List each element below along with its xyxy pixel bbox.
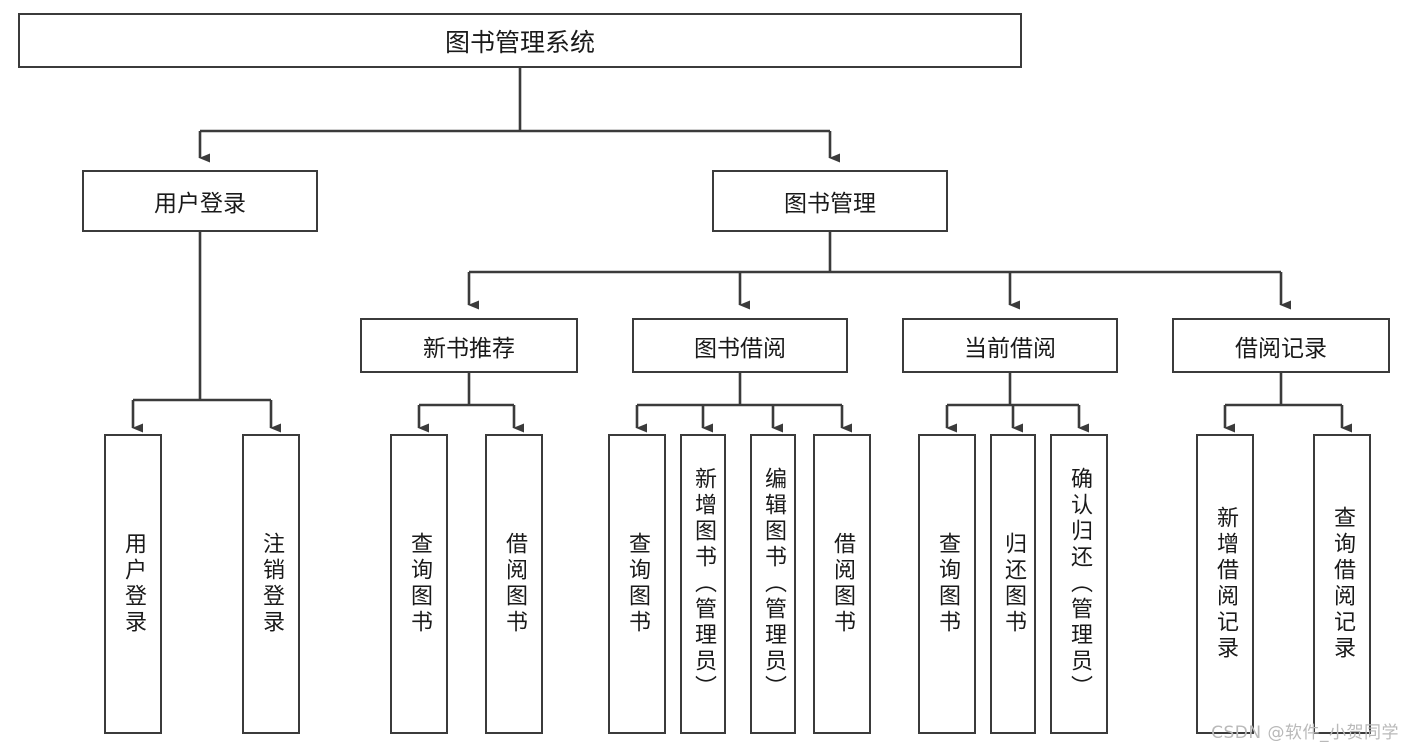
node-new-book-recommend[interactable]: 新书推荐 [360,318,578,373]
watermark-text: CSDN @软件_小贺同学 [1211,723,1399,743]
leaf-borrow-edit-book-admin-label: 编辑图书（管理员） [761,467,786,701]
leaf-record-add-record-label: 新增借阅记录 [1213,506,1238,662]
leaf-current-return-book-label: 归还图书 [1001,532,1026,636]
node-user-login[interactable]: 用户登录 [82,170,318,232]
leaf-current-confirm-return-admin[interactable]: 确认归还（管理员） [1050,434,1108,734]
leaf-user-login-signout[interactable]: 注销登录 [242,434,300,734]
leaf-borrow-add-book-admin-label: 新增图书（管理员） [691,467,716,701]
leaf-recommend-borrow-book-label: 借阅图书 [502,532,527,636]
leaf-recommend-borrow-book[interactable]: 借阅图书 [485,434,543,734]
leaf-borrow-borrow-book-label: 借阅图书 [830,532,855,636]
leaf-user-login-signin[interactable]: 用户登录 [104,434,162,734]
leaf-record-query-record-label: 查询借阅记录 [1330,506,1355,662]
leaf-current-query-book-label: 查询图书 [935,532,960,636]
node-borrow-record-label: 借阅记录 [1235,335,1327,362]
node-book-borrow[interactable]: 图书借阅 [632,318,848,373]
leaf-user-login-signout-label: 注销登录 [259,532,284,636]
leaf-current-return-book[interactable]: 归还图书 [990,434,1036,734]
node-book-management-label: 图书管理 [784,191,876,217]
leaf-record-query-record[interactable]: 查询借阅记录 [1313,434,1371,734]
leaf-borrow-add-book-admin[interactable]: 新增图书（管理员） [680,434,726,734]
node-root-system[interactable]: 图书管理系统 [18,13,1022,68]
node-root-system-label: 图书管理系统 [444,27,595,57]
leaf-borrow-edit-book-admin[interactable]: 编辑图书（管理员） [750,434,796,734]
node-book-borrow-label: 图书借阅 [694,335,786,362]
node-new-book-recommend-label: 新书推荐 [423,335,515,362]
leaf-borrow-borrow-book[interactable]: 借阅图书 [813,434,871,734]
leaf-borrow-query-book[interactable]: 查询图书 [608,434,666,734]
leaf-recommend-query-book[interactable]: 查询图书 [390,434,448,734]
leaf-recommend-query-book-label: 查询图书 [407,532,432,636]
node-user-login-label: 用户登录 [154,191,246,217]
node-current-borrow-label: 当前借阅 [964,335,1056,362]
node-borrow-record[interactable]: 借阅记录 [1172,318,1390,373]
leaf-user-login-signin-label: 用户登录 [121,532,146,636]
leaf-current-confirm-return-admin-label: 确认归还（管理员） [1067,467,1092,701]
node-book-management[interactable]: 图书管理 [712,170,948,232]
leaf-borrow-query-book-label: 查询图书 [625,532,650,636]
leaf-current-query-book[interactable]: 查询图书 [918,434,976,734]
leaf-record-add-record[interactable]: 新增借阅记录 [1196,434,1254,734]
node-current-borrow[interactable]: 当前借阅 [902,318,1118,373]
